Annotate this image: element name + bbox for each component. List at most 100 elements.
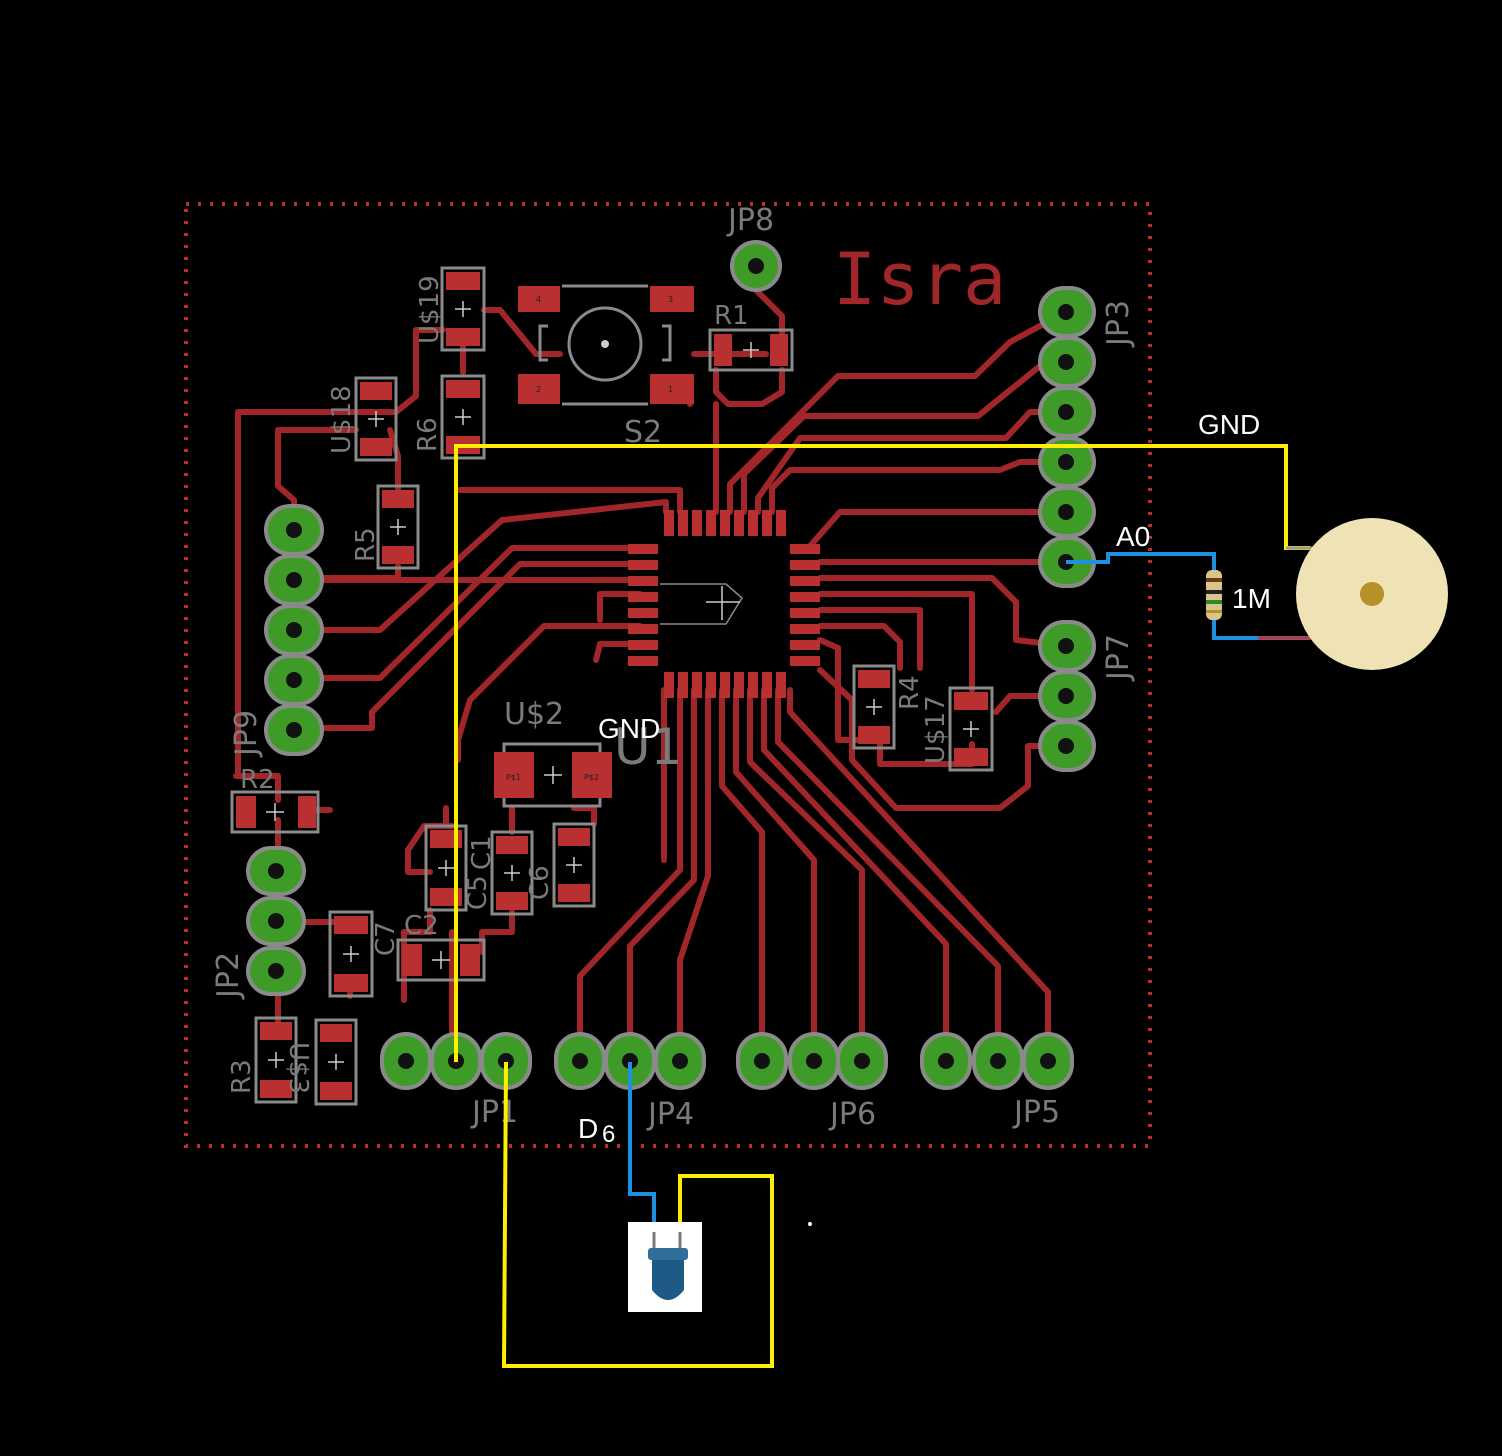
svg-text:3: 3 [943,1057,948,1066]
label-gnd-mid: GND [598,713,660,744]
svg-text:2: 2 [273,917,278,926]
svg-text:1: 1 [668,385,673,394]
svg-text:1: 1 [1063,308,1068,317]
s2-switch[interactable]: 4 3 2 1 [518,284,694,406]
c7-component[interactable] [328,910,374,998]
wire-labels: GND GND A0 1M D 6 [578,409,1271,1148]
label-a0: A0 [1116,521,1150,552]
svg-text:1: 1 [291,726,296,735]
r4-component[interactable] [852,664,896,750]
label-jp8: JP8 [726,203,774,238]
svg-text:4: 4 [536,295,541,304]
svg-text:3: 3 [759,1057,764,1066]
svg-text:6: 6 [1063,558,1068,567]
svg-text:2: 2 [291,676,296,685]
board-outline [184,202,1152,1148]
label-r1: R1 [714,301,749,331]
r5-component[interactable] [376,484,420,570]
svg-text:3: 3 [577,1057,582,1066]
us19-component[interactable] [440,266,486,352]
label-c5: C5 [463,875,493,910]
label-d6-letter: D [578,1113,598,1144]
jp7-header[interactable]: 1 2 3 [1038,620,1096,772]
label-us17: U$17 [921,695,951,764]
svg-text:1: 1 [1063,642,1068,651]
jp5-header[interactable]: 3 2 1 [920,1032,1074,1090]
svg-text:3: 3 [1063,742,1068,751]
r2-component[interactable] [230,790,320,834]
jp9-header[interactable]: 5 4 3 2 1 [264,504,324,756]
jp4-header[interactable]: 3 2 1 [554,1032,706,1090]
label-r5: R5 [351,527,381,562]
label-1m: 1M [1232,583,1271,614]
label-u1: U1 [614,718,682,776]
led-icon[interactable] [628,1222,702,1312]
jp2-header[interactable]: 3 2 1 [246,846,306,996]
label-jp5: JP5 [1012,1095,1060,1130]
us2-component[interactable]: P$1 P$2 [494,742,612,808]
svg-text:1: 1 [677,1057,682,1066]
label-c7: C7 [371,921,401,956]
label-d6-number: 6 [602,1121,615,1148]
through-hole-pads: 1 2 3 4 5 6 1 2 3 5 4 3 2 1 3 2 1 3 [246,240,1096,1090]
label-r4: R4 [895,675,925,710]
c5-component[interactable] [424,824,468,912]
tactile-switch-icon [601,340,609,348]
c6-component[interactable] [552,822,596,908]
label-us2: U$2 [504,697,564,732]
label-jp1: JP1 [470,1095,518,1130]
svg-text:1: 1 [503,1057,508,1066]
svg-text:2: 2 [627,1057,632,1066]
svg-text:5: 5 [291,526,296,535]
c1-component[interactable] [490,830,534,916]
label-us18: U$18 [327,385,357,454]
svg-text:2: 2 [536,385,541,394]
label-jp9: JP9 [229,710,264,758]
svg-text:2: 2 [1063,692,1068,701]
us3-component[interactable] [314,1018,358,1106]
u1-microcontroller[interactable] [628,510,820,698]
smd-components: 4 3 2 1 [230,266,994,1106]
jp3-header[interactable]: 1 2 3 4 5 6 [1038,286,1096,588]
label-jp6: JP6 [828,1097,876,1132]
svg-text:3: 3 [668,295,673,304]
label-gnd-top: GND [1198,409,1260,440]
us18-component[interactable] [354,376,398,462]
svg-text:2: 2 [811,1057,816,1066]
traces [233,263,1069,1063]
svg-text:3: 3 [273,867,278,876]
silkscreen-labels: JP8 R1 S2 U$2 U1 C2 R2 JP1 JP4 JP6 JP5 J… [211,203,1136,1132]
c2-component[interactable] [396,938,486,982]
board-title: Isra [833,237,1006,321]
us17-component[interactable] [948,686,994,772]
label-c2: C2 [404,911,439,941]
label-us3: U$3 [283,1042,313,1094]
piezo-buzzer-icon[interactable] [1296,518,1448,670]
svg-text:2: 2 [1063,358,1068,367]
svg-text:3: 3 [1063,408,1068,417]
label-r3: R3 [227,1059,257,1094]
svg-text:1: 1 [859,1057,864,1066]
svg-text:4: 4 [291,576,296,585]
svg-text:1: 1 [273,967,278,976]
label-r2: R2 [240,765,275,795]
svg-text:2: 2 [995,1057,1000,1066]
label-jp7: JP7 [1101,634,1136,682]
label-c6: C6 [525,865,555,900]
label-r6: R6 [413,417,443,452]
r1-component[interactable] [708,328,794,372]
jp8-pad[interactable] [730,240,782,292]
stray-dot [808,1222,812,1226]
jp6-header[interactable]: 3 2 1 [736,1032,888,1090]
svg-text:5: 5 [1063,508,1068,517]
svg-text:P$1: P$1 [506,773,521,782]
label-jp4: JP4 [646,1097,694,1132]
resistor-icon [1206,570,1222,620]
label-jp3: JP3 [1101,300,1136,348]
label-jp2: JP2 [211,952,246,1000]
svg-text:3: 3 [403,1057,408,1066]
label-c1: C1 [467,835,497,870]
r3-component[interactable] [254,1016,298,1104]
svg-text:P$2: P$2 [584,773,599,782]
